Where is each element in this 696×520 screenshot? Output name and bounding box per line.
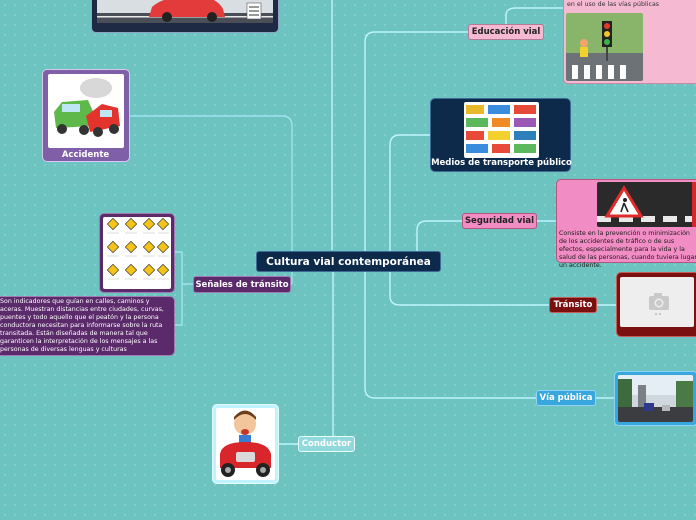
traffic-signs-icon	[106, 217, 170, 280]
red-car-image	[97, 0, 273, 23]
line-medios	[389, 134, 430, 252]
camera-icon	[649, 293, 669, 315]
senales-image-card[interactable]	[99, 213, 175, 293]
educacion-vial-note: en el uso de las vías públicas	[567, 1, 660, 8]
conductor-label[interactable]: Conductor	[298, 436, 355, 452]
car-image-card-top	[91, 0, 279, 33]
line-accidente	[130, 115, 293, 284]
car-crash-image	[48, 74, 124, 148]
senales-note-card[interactable]: Son indicadores que guían en calles, cam…	[0, 296, 175, 356]
line-transito	[389, 262, 549, 306]
line-via-publica	[364, 252, 536, 399]
pedestrian-crossing-image	[597, 182, 696, 227]
accidente-label: Accidente	[61, 150, 110, 160]
via-publica-card[interactable]	[614, 371, 696, 426]
school-crossing-image	[566, 13, 643, 81]
street-image	[618, 375, 693, 422]
central-topic[interactable]: Cultura vial contemporánea	[256, 251, 441, 272]
driver-image	[216, 408, 275, 480]
accidente-card[interactable]: Accidente	[42, 69, 130, 162]
senales-transito-note: Son indicadores que guían en calles, cam…	[0, 298, 164, 353]
line-educacion-note	[505, 7, 563, 24]
driver-cartoon-icon	[220, 410, 271, 477]
seguridad-vial-note: Consiste en la prevención o minimización…	[559, 230, 696, 269]
medios-transporte-card[interactable]: Medios de transporte público	[430, 98, 572, 172]
line-senales-img	[174, 251, 193, 285]
conductor-card[interactable]	[212, 404, 279, 484]
line-senales-note	[175, 284, 183, 326]
car-crash-icon	[54, 78, 120, 137]
transito-card[interactable]	[616, 272, 696, 337]
senales-transito-label[interactable]: Señales de tránsito	[193, 276, 291, 293]
educacion-vial-card[interactable]: en el uso de las vías públicas	[563, 0, 696, 84]
street-scene-icon	[618, 375, 693, 422]
public-transport-image	[464, 102, 539, 158]
line-seguridad	[416, 220, 462, 252]
transito-image-placeholder	[620, 277, 694, 327]
seguridad-vial-label[interactable]: Seguridad vial	[462, 213, 537, 229]
traffic-signs-image	[103, 217, 171, 289]
transito-label[interactable]: Tránsito	[549, 297, 597, 313]
via-publica-label[interactable]: Vía pública	[536, 390, 596, 406]
line-educacion	[364, 31, 468, 252]
educacion-vial-label[interactable]: Educación vial	[468, 24, 544, 40]
traffic-light-icon	[566, 21, 643, 81]
vehicles-icon	[466, 105, 536, 153]
seguridad-vial-card[interactable]: Consiste en la prevención o minimización…	[556, 179, 696, 269]
medios-transporte-label: Medios de transporte público	[431, 158, 572, 168]
red-car-icon	[97, 0, 273, 23]
pedestrian-warning-icon	[597, 182, 696, 227]
